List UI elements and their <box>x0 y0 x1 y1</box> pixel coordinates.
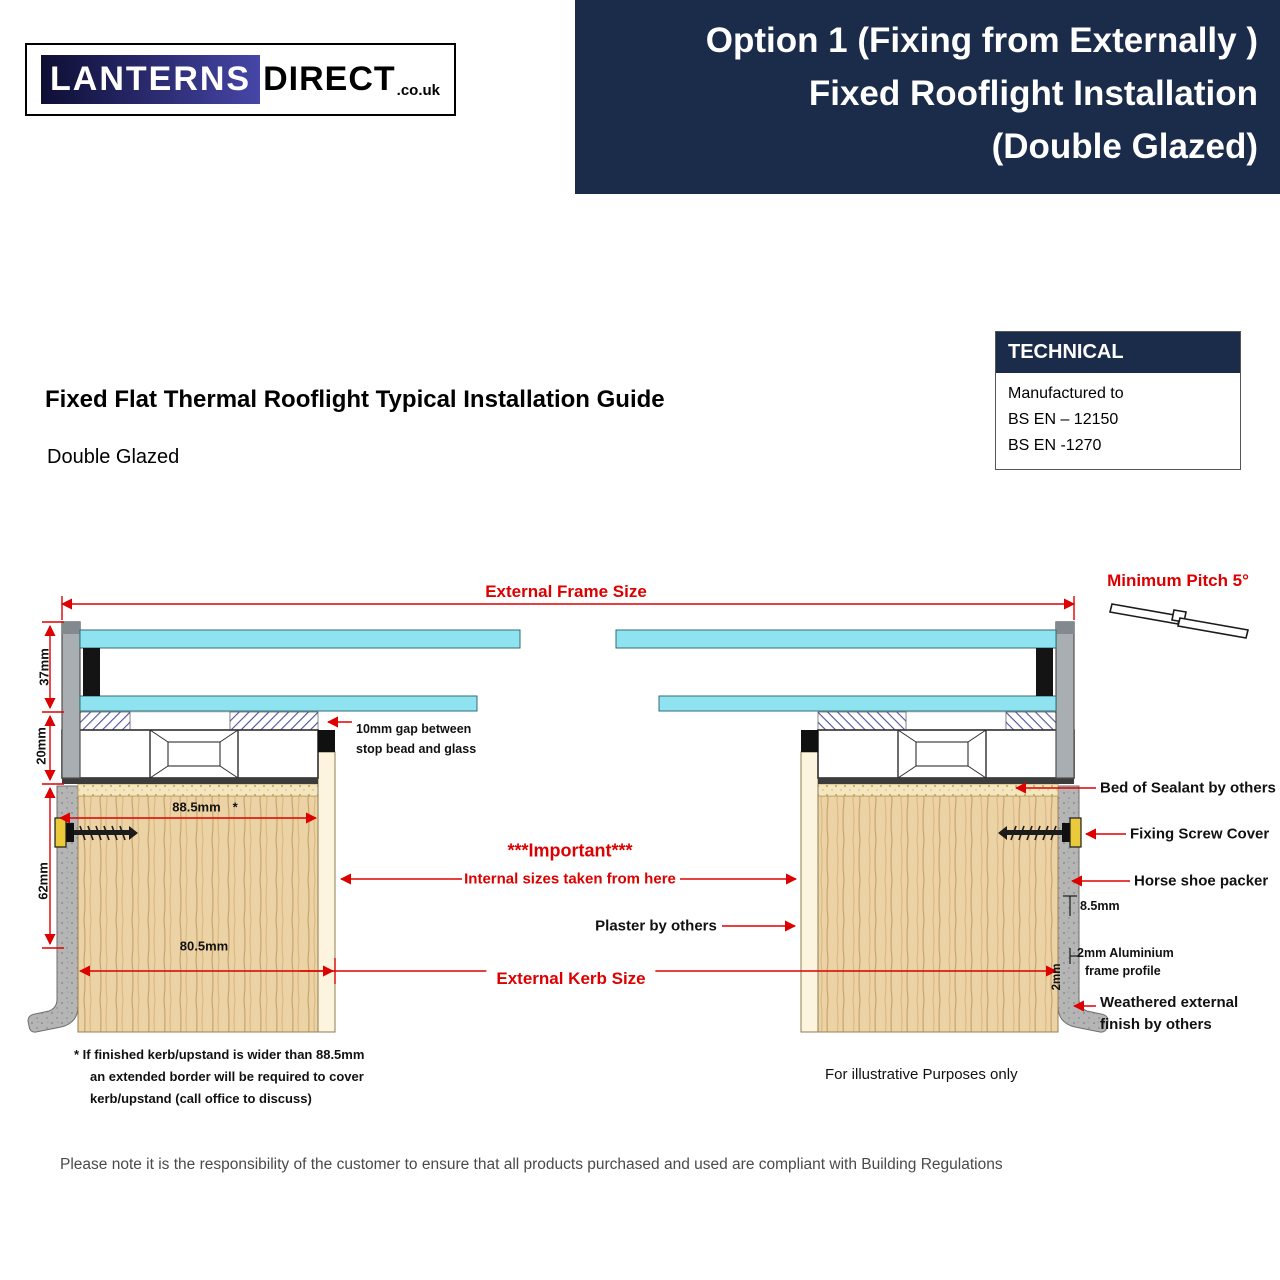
dim-80-5mm-label: 80.5mm <box>179 938 229 954</box>
plaster-lining-shape <box>317 751 336 1033</box>
dim-20mm-label: 20mm <box>33 727 49 765</box>
pitch-icon <box>1109 603 1249 639</box>
technical-line-2: BS EN – 12150 <box>1008 411 1119 428</box>
technical-body: Manufactured to BS EN – 12150 BS EN -127… <box>996 373 1240 469</box>
dim-88-5mm-label: 88.5mm * <box>172 800 237 815</box>
company-logo: LANTERNS DIRECT .co.uk <box>25 43 457 116</box>
minimum-pitch-label: Minimum Pitch 5° <box>1107 571 1249 590</box>
logo-suffix-text: .co.uk <box>396 82 441 99</box>
weathered-line-1: Weathered external <box>1100 994 1239 1011</box>
page-subtitle: Double Glazed <box>47 446 180 468</box>
weathered-finish-shape <box>27 785 79 1033</box>
horse-shoe-packer-label: Horse shoe packer <box>1134 872 1269 890</box>
page-title: Fixed Flat Thermal Rooflight Typical Ins… <box>45 386 665 413</box>
external-frame-size-label: External Frame Size <box>485 582 647 601</box>
gap-note-label: 10mm gap between stop bead and glass <box>356 719 476 759</box>
weathered-finish-label: Weathered external finish by others <box>1100 992 1238 1036</box>
glass-outer-pane-shape <box>79 629 521 649</box>
aluminium-profile-shape <box>61 729 335 784</box>
dim-62mm-label: 62mm <box>35 862 51 900</box>
screw-cover-shape <box>54 817 67 848</box>
dim-88-5mm-value: 88.5mm <box>172 799 221 815</box>
illustrative-label: For illustrative Purposes only <box>825 1066 1018 1083</box>
banner-line-3: (Double Glazed) <box>991 127 1258 166</box>
technical-header: TECHNICAL <box>996 332 1240 373</box>
alu-profile-line-1: 2mm Aluminium <box>1077 946 1174 960</box>
logo-direct-text: DIRECT <box>263 60 396 98</box>
gasket-shape <box>229 711 319 731</box>
dimension-lines <box>42 596 1130 1012</box>
banner-line-1: Option 1 (Fixing from Externally ) <box>705 21 1258 60</box>
weathered-line-2: finish by others <box>1100 1016 1212 1033</box>
footnote-line-1: * If finished kerb/upstand is wider than… <box>74 1047 365 1062</box>
alu-profile-label: 2mm Aluminium frame profile <box>1077 944 1174 980</box>
technical-line-3: BS EN -1270 <box>1008 437 1102 454</box>
reference-ticks <box>1063 895 1078 964</box>
header-banner: Option 1 (Fixing from Externally ) Fixed… <box>575 0 1280 194</box>
gap-note-line-1: 10mm gap between <box>356 722 472 736</box>
dim-8-5mm-label: 8.5mm <box>1080 899 1120 913</box>
dim-88-5mm-star: * <box>232 799 238 815</box>
kerb-footnote: * If finished kerb/upstand is wider than… <box>74 1044 364 1110</box>
dim-37mm-label: 37mm <box>36 648 52 686</box>
timber-kerb-shape <box>77 795 319 1033</box>
footnote-line-2: an extended border will be required to c… <box>90 1069 364 1084</box>
technical-box: TECHNICAL Manufactured to BS EN – 12150 … <box>995 331 1241 470</box>
footnote-line-3: kerb/upstand (call office to discuss) <box>90 1091 312 1106</box>
banner-line-2: Fixed Rooflight Installation <box>808 74 1258 113</box>
gap-note-line-2: stop bead and glass <box>356 742 477 756</box>
glass-inner-pane-shape <box>79 695 478 712</box>
technical-line-1: Manufactured to <box>1008 385 1124 402</box>
external-kerb-size-label: External Kerb Size <box>486 967 656 991</box>
alu-profile-line-2: frame profile <box>1085 964 1161 978</box>
internal-sizes-label: Internal sizes taken from here <box>464 870 676 888</box>
logo-lanterns-text: LANTERNS <box>41 55 261 104</box>
glazing-spacer-shape <box>83 648 100 696</box>
important-label: ***Important*** <box>507 840 633 861</box>
frame-upstand-shape <box>61 621 81 779</box>
bed-of-sealant-label: Bed of Sealant by others <box>1100 779 1276 797</box>
rooflight-section-half <box>27 621 521 1033</box>
plaster-label: Plaster by others <box>595 917 717 935</box>
frame-cap-shape <box>62 622 80 634</box>
building-regs-note: Please note it is the responsibility of … <box>60 1156 1003 1173</box>
fixing-screw-cover-label: Fixing Screw Cover <box>1130 825 1270 843</box>
dim-2mm-label: 2mm <box>1051 963 1063 991</box>
gasket-shape <box>79 711 131 731</box>
glazing-gap-shape <box>129 711 231 731</box>
sealant-bed-shape <box>77 783 319 797</box>
stop-bead-shape <box>318 730 335 752</box>
